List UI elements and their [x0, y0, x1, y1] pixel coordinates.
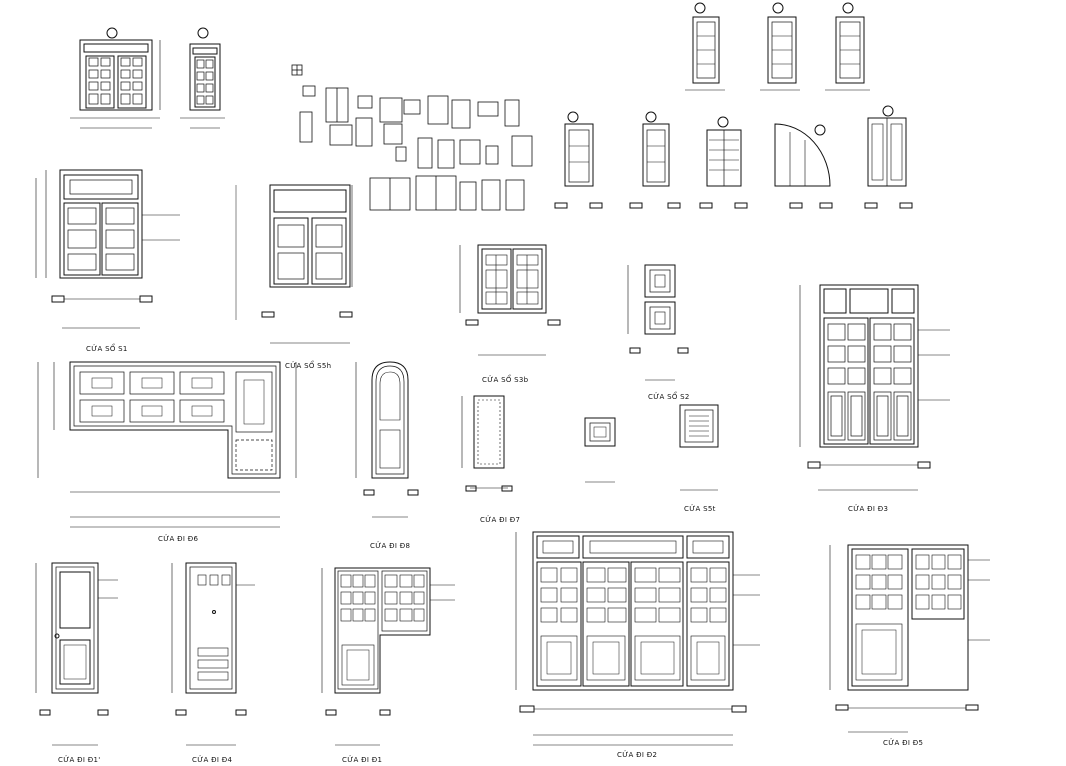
top-right-elevation-3 — [825, 2, 870, 91]
caption-r1-prime: CỬA ĐI Đ1' — [58, 756, 101, 764]
caption-s2: CỬA SỔ S2 — [648, 393, 690, 401]
door-r3-elevation — [799, 284, 950, 491]
top-left-elevation-single — [180, 27, 225, 129]
window-s1-elevation — [35, 169, 180, 329]
window-s5-small-a — [584, 417, 616, 483]
mid-right-elevation-1 — [554, 111, 603, 209]
door-r1-prime-elevation — [35, 562, 109, 746]
top-left-elevation-double — [70, 27, 161, 129]
small-window-symbols — [291, 64, 533, 211]
top-right-elevation-2 — [760, 2, 800, 91]
window-s5t-elevation — [679, 404, 719, 491]
door-r1-elevation — [321, 567, 431, 746]
window-s2-elevation — [627, 264, 689, 381]
caption-r2: CỬA ĐI Đ2 — [617, 751, 658, 759]
caption-r5: CỬA ĐI Đ5 — [883, 739, 924, 747]
caption-s1: CỬA SỔ S1 — [86, 345, 128, 353]
mid-right-elevation-2 — [629, 111, 681, 209]
top-right-elevation-1 — [685, 2, 725, 91]
door-r8-elevation — [355, 361, 419, 518]
caption-s5h: CỬA SỔ S5h — [285, 362, 332, 370]
caption-r6: CỬA ĐI Đ6 — [158, 535, 199, 543]
caption-r4: CỬA ĐI Đ4 — [192, 756, 233, 764]
annotation-leaders — [98, 559, 990, 646]
caption-r1: CỬA ĐI Đ1 — [342, 756, 383, 764]
window-s3b-elevation — [459, 244, 561, 356]
door-r5-elevation — [829, 544, 979, 733]
caption-s5t: CỬA S5t — [684, 505, 716, 513]
door-r7-elevation — [461, 395, 513, 492]
mid-right-quarter-arc-door — [774, 123, 833, 209]
mid-right-elevation-3 — [699, 116, 748, 209]
mid-right-elevation-5 — [864, 105, 913, 209]
window-s5h-elevation — [235, 184, 353, 344]
caption-r7: CỬA ĐI Đ7 — [480, 516, 521, 524]
caption-s3b: CỬA SỔ S3b — [482, 376, 529, 384]
caption-r8: CỬA ĐI Đ8 — [370, 542, 411, 550]
door-r4-elevation — [171, 562, 247, 746]
door-r6-elevation — [37, 361, 297, 528]
door-r2-elevation — [515, 531, 747, 746]
caption-r3: CỬA ĐI Đ3 — [848, 505, 889, 513]
